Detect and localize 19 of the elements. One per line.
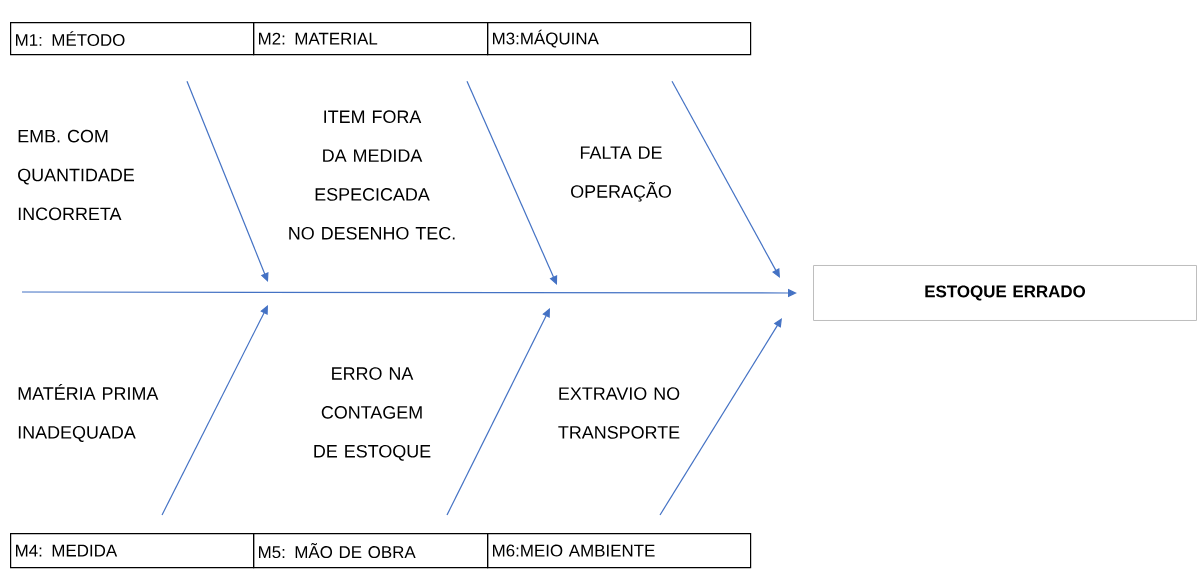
- category-cell: M3:MÁQUINA: [487, 22, 752, 56]
- category-cell: M5: MÃO DE OBRA: [253, 533, 489, 569]
- category-cell: M1: MÉTODO: [10, 22, 255, 56]
- bone-arrow: [161, 305, 268, 516]
- bone-arrow: [446, 308, 550, 516]
- bone-arrow: [659, 318, 782, 516]
- cause-label: MATÉRIA PRIMA INADEQUADA: [18, 384, 159, 442]
- category-cell: M4: MEDIDA: [10, 533, 255, 569]
- bone-arrow: [466, 80, 558, 285]
- cause-label: ITEM FORA DA MEDIDA ESPECICADA NO DESENHO TEC.: [289, 110, 455, 240]
- cause-label: EMB. COM QUANTIDADE INCORRETA: [18, 129, 134, 221]
- category-cell: M2: MATERIAL: [253, 22, 489, 56]
- bone-arrow: [671, 80, 780, 278]
- effect-box: ESTOQUE ERRADO: [813, 265, 1197, 321]
- cause-label: ERRO NA CONTAGEM DE ESTOQUE: [314, 367, 431, 461]
- category-cell: M6:MEIO AMBIENTE: [487, 533, 752, 569]
- bone-arrow: [186, 80, 269, 282]
- cause-label: FALTA DE OPERAÇÃO: [571, 146, 671, 202]
- cause-label: EXTRAVIO NO TRANSPORTE: [558, 387, 680, 439]
